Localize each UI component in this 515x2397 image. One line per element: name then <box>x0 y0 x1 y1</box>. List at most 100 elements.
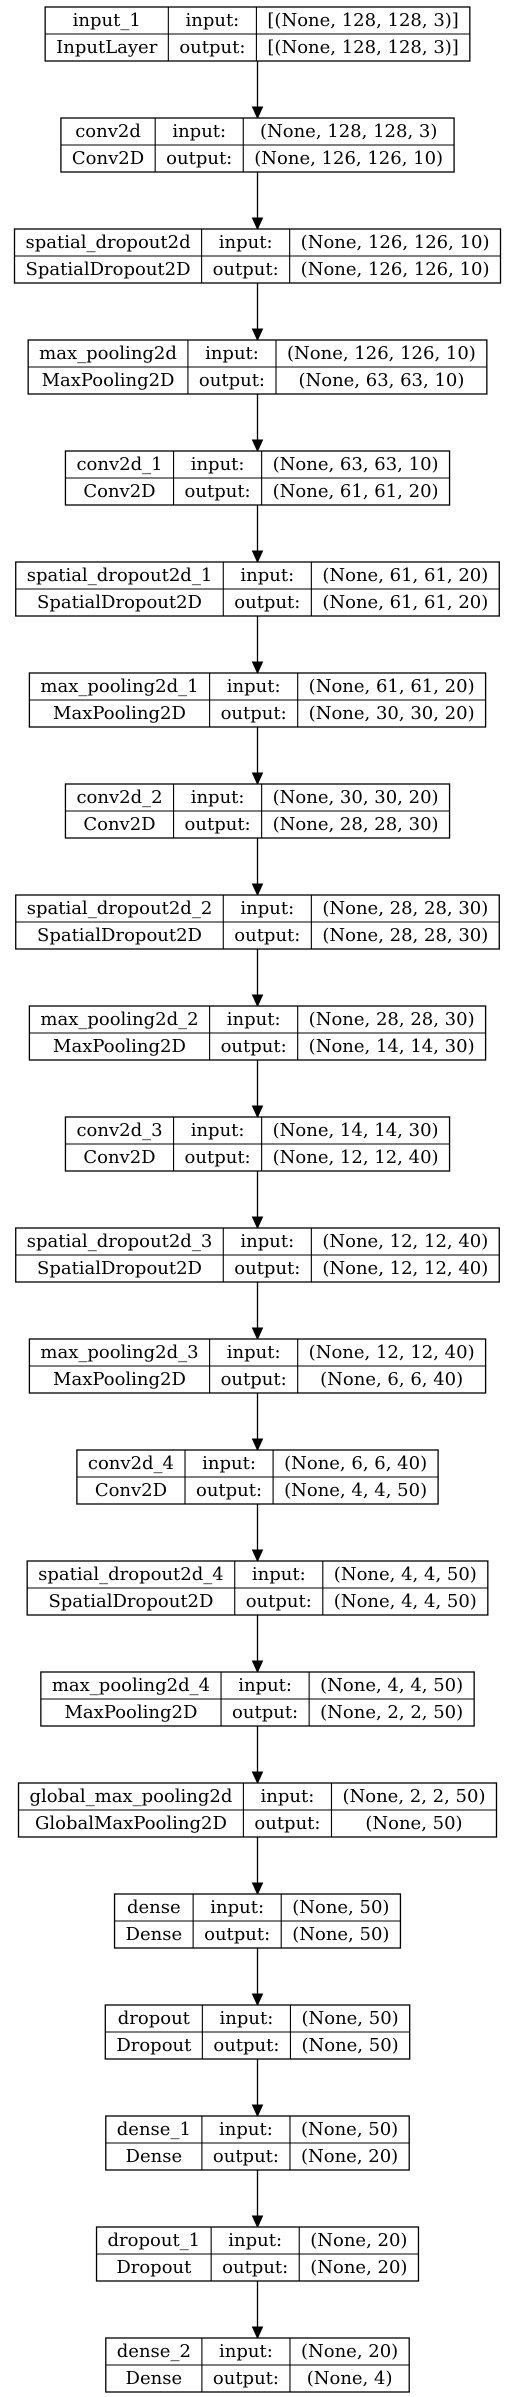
connection-arrow <box>251 727 264 786</box>
output-shape: (None, 2, 2, 50) <box>320 1702 463 1723</box>
input-shape: (None, 61, 61, 20) <box>309 676 475 697</box>
connection-arrow <box>251 394 264 453</box>
input-label: input: <box>191 787 245 808</box>
input-label: input: <box>238 1675 292 1696</box>
layer-type: GlobalMaxPooling2D <box>35 1813 227 1834</box>
input-label: input: <box>227 1009 281 1030</box>
output-shape: (None, 28, 28, 30) <box>322 925 488 946</box>
layer-name: conv2d_1 <box>76 454 162 475</box>
layer-name: max_pooling2d <box>39 343 177 364</box>
layer-name: dense <box>127 1897 181 1918</box>
layer-type: MaxPooling2D <box>53 1369 186 1390</box>
output-label: output: <box>221 703 287 724</box>
layer-node-max-pooling2d-1: max_pooling2d_1MaxPooling2Dinput:output:… <box>28 672 487 728</box>
layer-type: SpatialDropout2D <box>48 1591 213 1612</box>
layer-name: conv2d <box>75 121 141 142</box>
layer-type: MaxPooling2D <box>53 703 186 724</box>
layer-name: spatial_dropout2d_3 <box>27 1231 213 1252</box>
connection-arrow <box>251 1171 264 1230</box>
output-shape: (None, 63, 63, 10) <box>298 370 464 391</box>
connection-arrow <box>251 949 264 1008</box>
input-shape: (None, 50) <box>301 2008 398 2029</box>
connection-arrow <box>251 1393 264 1452</box>
layer-node-spatial-dropout2d-2: spatial_dropout2d_2SpatialDropout2Dinput… <box>15 894 500 950</box>
output-label: output: <box>246 1591 312 1612</box>
layer-type: Conv2D <box>72 148 144 169</box>
output-shape: (None, 20) <box>301 2146 398 2167</box>
connection-arrow <box>251 1282 264 1341</box>
output-label: output: <box>166 148 232 169</box>
layer-name: spatial_dropout2d <box>26 232 191 253</box>
output-label: output: <box>234 592 300 613</box>
output-shape: (None, 61, 61, 20) <box>322 592 488 613</box>
input-label: input: <box>228 2230 282 2251</box>
connection-arrow <box>251 1726 264 1785</box>
connection-arrow <box>251 2281 264 2340</box>
input-shape: (None, 30, 30, 20) <box>273 787 439 808</box>
layer-type: SpatialDropout2D <box>37 592 202 613</box>
layer-name: dropout <box>118 2008 191 2029</box>
input-label: input: <box>202 1453 256 1474</box>
connection-arrow <box>251 172 264 231</box>
layer-type: Dropout <box>116 2035 192 2056</box>
output-shape: (None, 12, 12, 40) <box>273 1147 439 1168</box>
layer-type: Dense <box>126 2146 183 2167</box>
connection-arrow <box>251 616 264 675</box>
output-label: output: <box>234 925 300 946</box>
layer-node-max-pooling2d: max_pooling2dMaxPooling2Dinput:output:(N… <box>27 339 488 395</box>
layer-name: global_max_pooling2d <box>30 1786 233 1807</box>
input-label: input: <box>227 676 281 697</box>
input-label: input: <box>240 1231 294 1252</box>
input-shape: [(None, 128, 128, 3)] <box>267 10 458 31</box>
layer-node-spatial-dropout2d-4: spatial_dropout2d_4SpatialDropout2Dinput… <box>26 1560 489 1616</box>
input-shape: (None, 20) <box>301 2341 398 2362</box>
input-shape: (None, 12, 12, 40) <box>309 1342 475 1363</box>
output-label: output: <box>232 1702 298 1723</box>
output-label: output: <box>179 37 245 58</box>
layer-node-max-pooling2d-3: max_pooling2d_3MaxPooling2Dinput:output:… <box>28 1338 487 1394</box>
connection-arrow <box>251 1615 264 1674</box>
output-shape: (None, 61, 61, 20) <box>273 481 439 502</box>
output-label: output: <box>221 1036 287 1057</box>
input-shape: (None, 128, 128, 3) <box>260 121 437 142</box>
layer-type: MaxPooling2D <box>42 370 175 391</box>
input-label: input: <box>191 454 245 475</box>
layer-type: SpatialDropout2D <box>37 925 202 946</box>
input-shape: (None, 126, 126, 10) <box>287 343 476 364</box>
input-shape: (None, 63, 63, 10) <box>273 454 439 475</box>
output-shape: (None, 4) <box>307 2368 393 2389</box>
layer-name: conv2d_4 <box>88 1453 174 1474</box>
input-label: input: <box>219 2119 273 2140</box>
output-shape: (None, 4, 4, 50) <box>334 1591 477 1612</box>
connection-arrow <box>251 838 264 897</box>
layer-name: dropout_1 <box>108 2230 201 2251</box>
connection-arrow <box>251 283 264 342</box>
output-label: output: <box>221 1369 287 1390</box>
connection-arrow <box>251 2059 264 2118</box>
output-label: output: <box>213 2146 279 2167</box>
layer-node-spatial-dropout2d: spatial_dropout2dSpatialDropout2Dinput:o… <box>13 228 502 284</box>
layer-type: Conv2D <box>95 1480 167 1501</box>
layer-node-max-pooling2d-2: max_pooling2d_2MaxPooling2Dinput:output:… <box>28 1005 487 1061</box>
layer-node-max-pooling2d-4: max_pooling2d_4MaxPooling2Dinput:output:… <box>40 1671 475 1727</box>
output-label: output: <box>222 2257 288 2278</box>
layer-type: Conv2D <box>83 1147 155 1168</box>
layer-name: dense_1 <box>117 2119 191 2140</box>
output-label: output: <box>199 370 265 391</box>
input-label: input: <box>210 1897 264 1918</box>
input-shape: (None, 4, 4, 50) <box>320 1675 463 1696</box>
output-shape: (None, 30, 30, 20) <box>309 703 475 724</box>
input-shape: (None, 6, 6, 40) <box>284 1453 427 1474</box>
layer-name: spatial_dropout2d_4 <box>38 1564 224 1585</box>
layer-type: Dropout <box>116 2257 192 2278</box>
output-shape: (None, 14, 14, 30) <box>309 1036 475 1057</box>
layer-type: InputLayer <box>56 37 158 58</box>
